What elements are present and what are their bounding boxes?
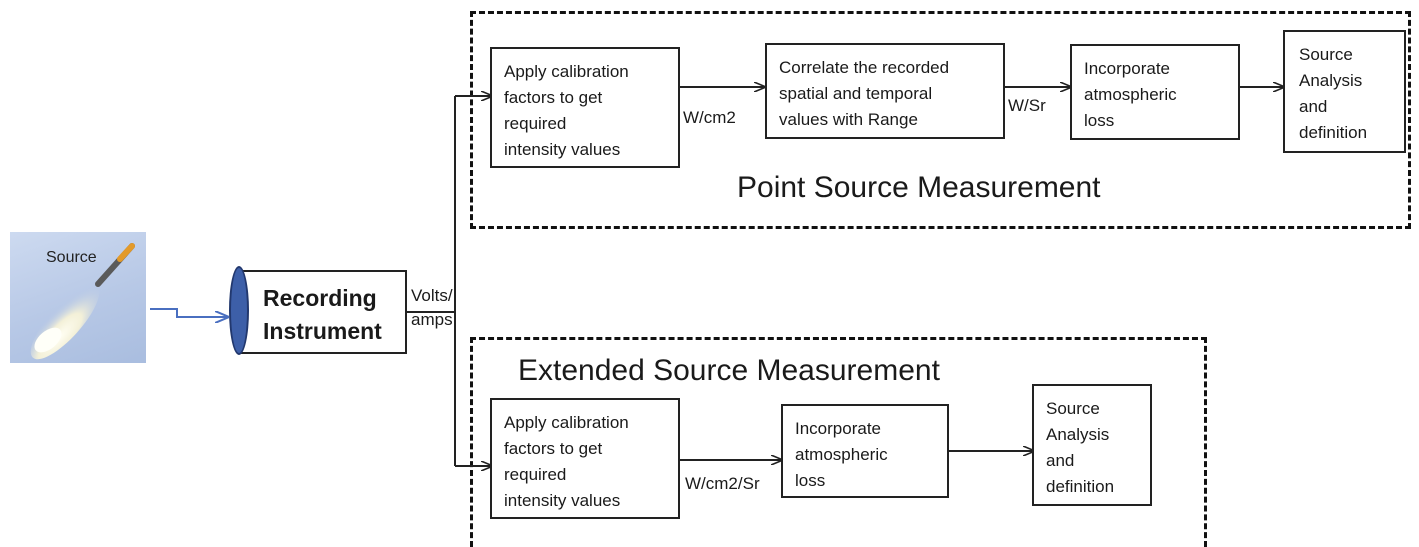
point-correlate-box: Correlate the recorded spatial and tempo… [765,43,1005,139]
recording-instrument-label: Recording Instrument [263,285,382,344]
extended-source-group [470,337,1207,547]
signal-arrow [150,308,228,317]
point-edge-label-2: W/Sr [1008,96,1046,115]
point-source-group [470,11,1411,229]
source-image: Source [10,232,146,363]
extended-group-title: Extended Source Measurement [518,354,940,387]
point-analysis-box: Source Analysis and definition [1283,30,1406,153]
extended-calibration-box: Apply calibration factors to get require… [490,398,680,519]
recorder-output-label: Volts/ amps [411,286,453,329]
point-atmospheric-box: Incorporate atmospheric loss [1070,44,1240,140]
extended-edge-label-1: W/cm2/Sr [685,474,760,493]
recording-instrument-box: Recording Instrument [239,270,407,354]
point-calibration-box: Apply calibration factors to get require… [490,47,680,168]
source-label: Source [46,249,97,266]
extended-atmospheric-box: Incorporate atmospheric loss [781,404,949,498]
rocket-plume-icon [30,243,135,360]
extended-analysis-box: Source Analysis and definition [1032,384,1152,506]
recorder-lens [229,266,249,355]
point-edge-label-1: W/cm2 [683,108,736,127]
point-group-title: Point Source Measurement [737,171,1101,204]
